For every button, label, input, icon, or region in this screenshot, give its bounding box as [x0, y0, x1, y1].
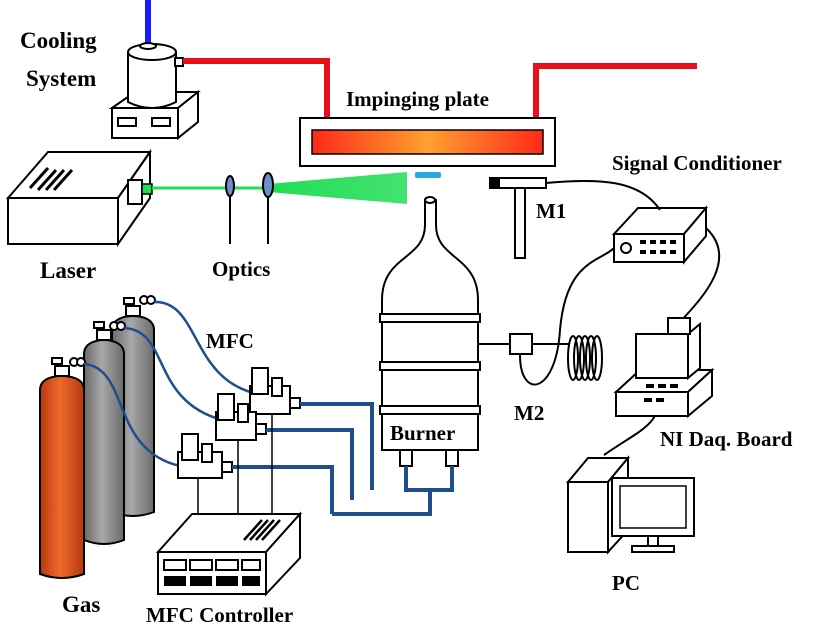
mfc-controller-vent — [243, 519, 281, 541]
hot-pipe-right — [533, 63, 697, 130]
laser: Laser — [5, 148, 153, 283]
burner-body — [381, 199, 479, 451]
optics: Optics — [212, 172, 274, 281]
ni-daq-board-label: NI Daq. Board — [660, 427, 793, 451]
gas-cylinder-front — [39, 357, 86, 579]
m2-coil — [567, 335, 603, 381]
mfc-units: MFC — [177, 329, 301, 479]
m2-sensor: M2 — [478, 333, 603, 425]
pc-screen — [619, 485, 687, 529]
pc: PC — [565, 455, 695, 595]
mfc-unit-3 — [177, 433, 233, 479]
laser-front — [7, 197, 119, 245]
ni-daq-board: NI Daq. Board — [613, 317, 793, 451]
gas-manifold — [332, 466, 432, 516]
optics-label: Optics — [212, 257, 270, 281]
cooling-system: Cooling System — [20, 0, 201, 141]
burner-inlet-left — [399, 449, 413, 467]
optic-lens-2 — [262, 172, 274, 198]
burner-nozzle — [424, 196, 436, 204]
mfc-controller-label: MFC Controller — [146, 603, 293, 627]
cooling-system-label-line2: System — [26, 66, 96, 91]
gas-lines — [232, 402, 454, 516]
gas-cylinders: Gas — [39, 295, 156, 617]
mfc-unit-2 — [215, 393, 267, 441]
m1-probe-tip — [490, 178, 500, 188]
gas-line-2 — [266, 428, 354, 500]
cooling-base-slot-right — [151, 117, 171, 127]
hot-pipe-left — [183, 58, 330, 130]
m1-sensor: M1 — [489, 177, 566, 259]
flame — [415, 172, 441, 178]
beam-sheet — [268, 172, 407, 204]
mfc-controller-displays — [163, 559, 261, 586]
laser-aperture — [141, 183, 153, 195]
cooling-system-label-line1: Cooling — [20, 28, 97, 53]
sc-knob — [620, 242, 632, 254]
signal-conditioner-label: Signal Conditioner — [612, 151, 782, 175]
cooling-tank-cap — [139, 42, 157, 50]
m2-label: M2 — [514, 401, 544, 425]
sc-buttons — [640, 240, 676, 254]
cooling-base-slot-left — [117, 117, 137, 127]
burner-inlet-right — [445, 449, 459, 467]
daq-ports — [644, 398, 664, 402]
pc-monitor-stand — [631, 545, 675, 553]
daq-unit-side — [687, 321, 701, 381]
pc-label: PC — [612, 571, 640, 595]
m1-label: M1 — [536, 199, 566, 223]
hose-back — [153, 300, 259, 396]
cable-sc-to-daq — [679, 227, 721, 323]
m2-fitting — [509, 333, 533, 355]
plate-hot-surface — [311, 129, 544, 155]
gas-line-3 — [232, 465, 334, 514]
burner-flanges — [379, 313, 481, 415]
hose-middle — [123, 326, 223, 422]
pc-monitor-neck — [647, 535, 659, 547]
hot-coolant-pipes — [183, 58, 697, 130]
burner-label: Burner — [390, 421, 455, 445]
impinging-plate: Impinging plate — [299, 87, 556, 167]
optic-lens-1 — [225, 175, 235, 197]
daq-top-module — [667, 317, 691, 335]
mfc-label: MFC — [206, 329, 254, 353]
signal-conditioner: Signal Conditioner — [611, 151, 782, 265]
m1-probe-stem — [514, 187, 526, 259]
cooling-tank — [127, 52, 177, 109]
cable-m1-to-sc — [545, 179, 661, 211]
gas-line-1 — [300, 402, 374, 490]
hose-front — [83, 362, 181, 468]
pc-tower-front — [567, 481, 609, 553]
cable-m2-to-sc — [519, 247, 615, 386]
mfc-controller: MFC Controller — [146, 414, 303, 627]
laser-label: Laser — [40, 258, 96, 283]
mfc-unit-1 — [249, 367, 301, 415]
daq-unit — [635, 333, 689, 379]
supply-hoses — [83, 300, 259, 468]
daq-base-front — [615, 391, 689, 417]
gas-cylinder-middle — [83, 321, 126, 545]
cooling-outlet-fitting — [174, 57, 184, 67]
burner: Burner — [379, 196, 481, 467]
laser-vent-grille — [28, 166, 74, 192]
impinging-plate-label: Impinging plate — [346, 87, 489, 111]
daq-keys — [646, 384, 678, 388]
laser-beam — [152, 172, 407, 204]
laser-aperture-block — [127, 179, 143, 205]
gas-manifold-right — [430, 466, 454, 492]
gas-label: Gas — [62, 592, 100, 617]
mfc-controller-front — [157, 551, 267, 595]
